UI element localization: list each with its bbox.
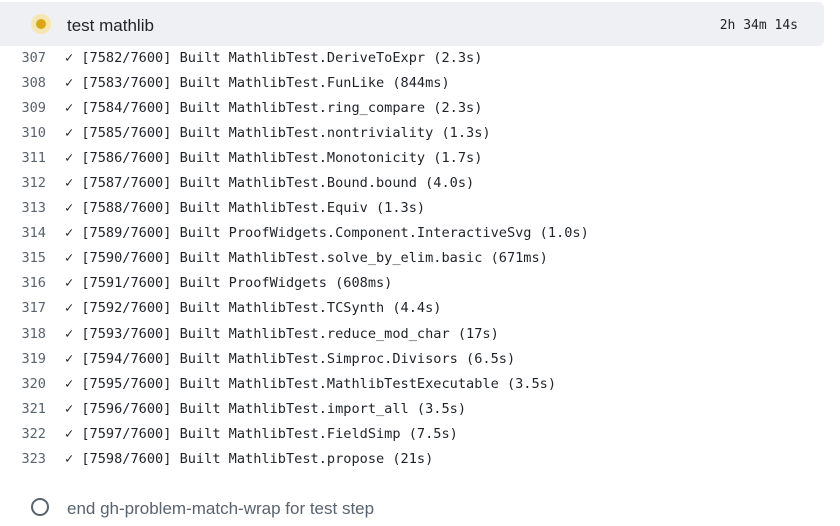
line-number[interactable]: 307 <box>21 49 46 66</box>
line-number[interactable]: 318 <box>21 325 46 342</box>
log-line: 312 ✓ [7587/7600] Built MathlibTest.Bound… <box>0 170 840 195</box>
log-line: 323 ✓ [7598/7600] Built MathlibTest.propo… <box>0 447 840 472</box>
line-number[interactable]: 312 <box>21 175 46 192</box>
log-text: ✓ [7583/7600] Built MathlibTest.FunLike … <box>65 74 450 91</box>
line-number[interactable]: 309 <box>21 99 46 116</box>
line-number[interactable]: 321 <box>21 400 46 417</box>
step-header[interactable]: test mathlib 2h 34m 14s <box>0 2 824 46</box>
log-text: ✓ [7597/7600] Built MathlibTest.FieldSim… <box>65 425 458 442</box>
log-line: 316 ✓ [7591/7600] Built ProofWidgets (608… <box>0 271 840 296</box>
log-line: 311 ✓ [7586/7600] Built MathlibTest.Monot… <box>0 145 840 170</box>
line-number[interactable]: 319 <box>21 350 46 367</box>
step-duration: 2h 34m 14s <box>719 18 798 33</box>
line-number[interactable]: 322 <box>21 425 46 442</box>
line-number[interactable]: 320 <box>21 375 46 392</box>
log-text: ✓ [7596/7600] Built MathlibTest.import_a… <box>65 400 467 417</box>
log-text: ✓ [7592/7600] Built MathlibTest.TCSynth … <box>65 300 442 317</box>
log-line: 322 ✓ [7597/7600] Built MathlibTest.Field… <box>0 421 840 446</box>
log-text: ✓ [7585/7600] Built MathlibTest.nontrivi… <box>65 124 491 141</box>
log-text: ✓ [7598/7600] Built MathlibTest.propose … <box>65 451 434 468</box>
pending-circle-icon <box>31 498 49 516</box>
log-text: ✓ [7587/7600] Built MathlibTest.Bound.bo… <box>65 175 475 192</box>
line-number[interactable]: 314 <box>21 225 46 242</box>
line-number[interactable]: 311 <box>21 149 46 166</box>
log-line: 315 ✓ [7590/7600] Built MathlibTest.solve… <box>0 246 840 271</box>
line-number[interactable]: 317 <box>21 300 46 317</box>
log-line: 313 ✓ [7588/7600] Built MathlibTest.Equiv… <box>0 196 840 221</box>
log-text: ✓ [7593/7600] Built MathlibTest.reduce_m… <box>65 325 499 342</box>
in-progress-icon <box>31 14 51 34</box>
log-text: ✓ [7582/7600] Built MathlibTest.DeriveTo… <box>65 49 483 66</box>
next-step-title: end gh-problem-match-wrap for test step <box>67 499 375 518</box>
log-text: ✓ [7589/7600] Built ProofWidgets.Compone… <box>65 225 589 242</box>
log-text: ✓ [7584/7600] Built MathlibTest.ring_com… <box>65 99 483 116</box>
log-text: ✓ [7588/7600] Built MathlibTest.Equiv (1… <box>65 200 426 217</box>
line-number[interactable]: 315 <box>21 250 46 267</box>
line-number[interactable]: 316 <box>21 275 46 292</box>
log-text: ✓ [7595/7600] Built MathlibTest.MathlibT… <box>65 375 557 392</box>
step-title: test mathlib <box>67 16 154 35</box>
log-line: 309 ✓ [7584/7600] Built MathlibTest.ring_… <box>0 95 840 120</box>
log-text: ✓ [7590/7600] Built MathlibTest.solve_by… <box>65 250 548 267</box>
log-line: 308 ✓ [7583/7600] Built MathlibTest.FunLi… <box>0 70 840 95</box>
line-number[interactable]: 323 <box>21 451 46 468</box>
log-line: 307 ✓ [7582/7600] Built MathlibTest.Deriv… <box>0 45 840 70</box>
log-text: ✓ [7594/7600] Built MathlibTest.Simproc.… <box>65 350 516 367</box>
line-number[interactable]: 313 <box>21 200 46 217</box>
log-line: 319 ✓ [7594/7600] Built MathlibTest.Simpr… <box>0 346 840 371</box>
log-line: 317 ✓ [7592/7600] Built MathlibTest.TCSyn… <box>0 296 840 321</box>
log-line: 314 ✓ [7589/7600] Built ProofWidgets.Comp… <box>0 221 840 246</box>
log-output: 307 ✓ [7582/7600] Built MathlibTest.Deriv… <box>0 45 840 472</box>
log-text: ✓ [7591/7600] Built ProofWidgets (608ms) <box>65 275 393 292</box>
line-number[interactable]: 310 <box>21 124 46 141</box>
log-line: 321 ✓ [7596/7600] Built MathlibTest.impor… <box>0 396 840 421</box>
line-number[interactable]: 308 <box>21 74 46 91</box>
log-line: 310 ✓ [7585/7600] Built MathlibTest.nontr… <box>0 120 840 145</box>
log-text: ✓ [7586/7600] Built MathlibTest.Monotoni… <box>65 149 483 166</box>
log-line: 320 ✓ [7595/7600] Built MathlibTest.Mathl… <box>0 371 840 396</box>
log-line: 318 ✓ [7593/7600] Built MathlibTest.reduc… <box>0 321 840 346</box>
